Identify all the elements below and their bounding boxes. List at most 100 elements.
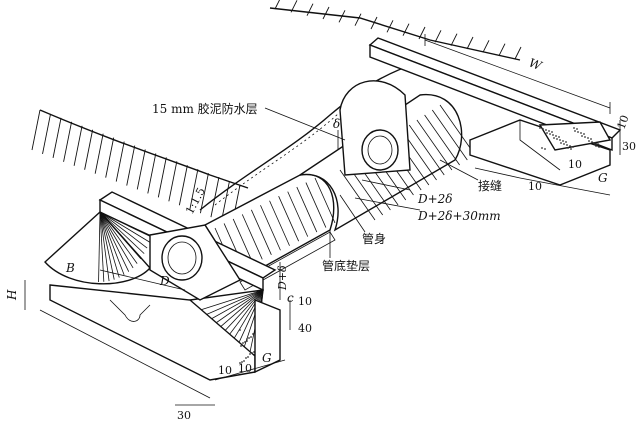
gravel-dot [252,333,254,335]
hatch-stroke [260,205,281,251]
label-dim-d-left: D [159,274,170,288]
gravel-dot [581,135,583,137]
inlet-headwall [339,37,622,186]
gravel-dot [541,147,543,149]
hatch-stroke [168,161,178,202]
label-dim-c: c [287,291,294,305]
hatch-stroke [99,211,138,264]
hatch-stroke [466,36,474,50]
hatch-stroke [274,0,281,10]
hatch-stroke [424,114,460,166]
hatch-stroke [189,169,199,210]
hatch-stroke [235,289,264,350]
gravel-dot [549,133,551,135]
hatch-stroke [136,149,146,190]
hatch-stroke [416,119,453,171]
hatch-stroke [402,23,410,36]
gravel-dot [552,134,554,136]
gravel-dot [239,329,241,331]
gravel-dot [573,127,575,129]
label-dim-10-a: 10 [615,113,632,131]
gravel-dot [555,135,557,137]
gravel-dot [548,130,550,132]
inlet-pipe-opening [361,129,399,171]
gravel-dot [580,132,582,134]
outlet-headwall [44,191,281,381]
label-dim-10-f: 10 [238,362,252,375]
hatch-stroke [199,173,209,214]
gravel-dot [239,362,241,364]
gravel-dot [597,143,599,145]
label-dim-h: H [5,289,19,301]
hatch-stroke [202,289,264,324]
gravel-dot [247,356,249,358]
gravel-dot [559,139,561,141]
gravel-dot [591,141,593,143]
hatch-stroke [322,6,330,20]
label-dim-30-b: 30 [177,409,191,422]
hatch-stroke [498,43,506,56]
gravel-dot [246,338,248,340]
gravel-dot [240,345,242,347]
gravel-dot [242,342,244,344]
hatch-stroke [306,3,314,16]
hatch-stroke [232,218,254,265]
hatch-stroke [178,165,188,206]
label-d-plus-2delta-30: D+2δ+30mm [417,209,501,223]
gravel-dot [563,143,565,145]
gravel-dot [558,136,560,138]
hatch-stroke [99,211,105,282]
hatch-stroke [94,133,104,174]
hatch-stroke [126,145,136,186]
hatch-stroke [99,211,110,282]
hatch-stroke [196,289,264,312]
hatch-stroke [431,109,468,161]
gravel-dot [588,140,590,142]
hatch-stroke [157,157,167,198]
label-dim-10-d: 10 [298,295,312,308]
label-dim-10-e: 10 [218,364,232,377]
hatch-stroke [290,0,298,13]
gravel-dot [250,336,252,338]
gravel-dot [245,357,247,359]
hatch-stroke [269,200,290,246]
gravel-dot [562,140,564,142]
label-waterproof-layer: 15 mm 胶泥防水层 [152,101,258,116]
hatch-stroke [63,121,73,162]
label-delta: δ [333,117,340,131]
hatch-stroke [98,211,101,282]
hatch-stroke [250,209,272,255]
gravel-dot [590,138,592,140]
gravel-dot [560,142,562,144]
hatch-stroke [99,211,120,278]
gravel-dot [246,340,248,342]
label-dim-40: 40 [298,322,312,335]
hatch-stroke [99,211,150,243]
gravel-dot [574,130,576,132]
gravel-dot [546,132,548,134]
hatch-stroke [99,211,134,269]
label-dim-10-c: 10 [528,180,542,193]
hatch-stroke [305,182,327,228]
hatch-stroke [418,26,426,40]
gravel-dot [584,136,586,138]
label-slope-ratio: 1:1.5 [183,185,208,216]
gravel-dot [249,353,251,355]
gravel-dot [569,145,571,147]
hatch-stroke [52,117,62,158]
hatch-stroke [84,129,94,170]
label-dim-w: W [527,56,545,74]
gravel-dot [595,145,597,147]
hatch-stroke [115,141,125,182]
gravel-dot [244,341,246,343]
gravel-dot [241,361,243,363]
hatch-stroke [99,211,125,276]
hatch-stroke [482,40,490,53]
hatch-stroke [242,289,264,353]
gravel-dot [583,133,585,135]
gravel-dot [251,352,253,354]
hatch-stroke [42,113,51,155]
gravel-dot [570,148,572,150]
annotations: 15 mm 胶泥防水层 δ 1:1.5 管身 管底垫层 接缝 D+2δ D+2δ… [5,56,636,422]
